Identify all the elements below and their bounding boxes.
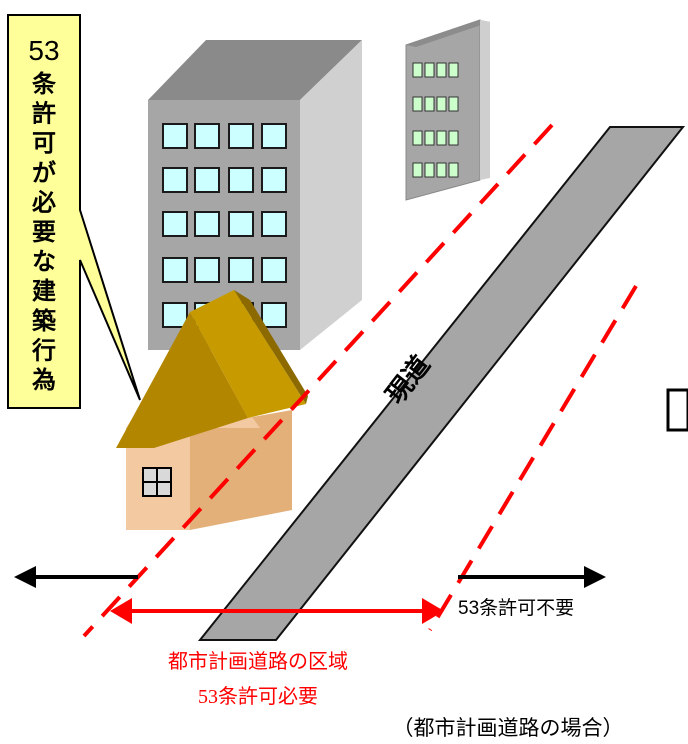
- callout-char: 許: [32, 100, 56, 128]
- callout-char: 要: [32, 218, 56, 246]
- boundary-line-right: [428, 284, 638, 632]
- callout-char: な: [32, 248, 56, 276]
- callout-number: 53: [28, 35, 59, 66]
- callout-char: 為: [32, 366, 56, 394]
- black-arrows: [14, 566, 606, 588]
- permit-not-required-label: 53条許可不要: [458, 597, 574, 619]
- caption-label: （都市計画道路の場合）: [393, 717, 624, 740]
- callout-char: 建: [32, 277, 56, 305]
- tall-building-windows: [162, 123, 287, 328]
- planned-road-width-arrow: [110, 598, 444, 624]
- callout-char: 行: [31, 336, 56, 364]
- edge-square-icon: [666, 388, 688, 432]
- existing-road: 現道: [197, 126, 686, 641]
- tall-building: [148, 40, 362, 350]
- boundary-line-left: [82, 123, 554, 638]
- callout-char: 必: [32, 188, 56, 216]
- small-building-windows: [412, 62, 459, 178]
- small-building: [405, 19, 490, 201]
- callout-char: 条: [32, 70, 57, 98]
- callout-char: 築: [31, 307, 57, 335]
- house: [116, 290, 308, 530]
- house-window: [142, 467, 172, 497]
- callout-char: 可: [32, 129, 56, 157]
- permit-required-label: 53条許可必要: [198, 685, 318, 708]
- callout-char: が: [32, 159, 56, 187]
- planned-road-area-label: 都市計画道路の区域: [168, 650, 348, 673]
- planned-road-boundary-lines: [82, 123, 638, 638]
